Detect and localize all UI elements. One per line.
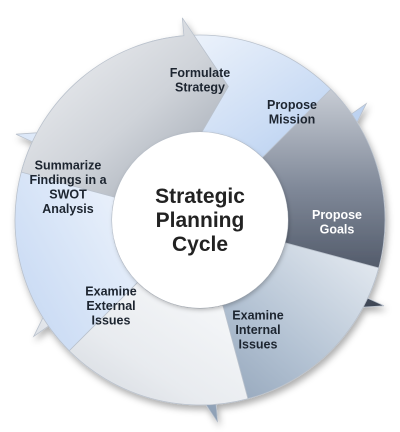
cycle-segments (14, 17, 386, 423)
step-summarize-swot-label-line: SWOT (49, 187, 87, 201)
center-hub (112, 132, 288, 308)
center-title-line: Cycle (172, 233, 228, 256)
step-formulate-strategy-label-line: Strategy (175, 80, 225, 94)
step-examine-external-issues-label-line: Examine (85, 285, 136, 299)
step-propose-mission-label-line: Mission (269, 112, 316, 126)
step-examine-internal-issues-label-line: Examine (232, 309, 283, 323)
step-examine-internal-issues-label-line: Issues (239, 338, 278, 352)
step-propose-mission-label-line: Propose (267, 98, 317, 112)
center-title-line: Strategic (155, 185, 245, 208)
step-propose-goals-label-line: Propose (312, 208, 362, 222)
step-summarize-swot-label-line: Analysis (42, 202, 93, 216)
step-summarize-swot-label-line: Findings in a (29, 173, 107, 187)
step-examine-external-issues-label-line: External (86, 299, 135, 313)
step-propose-goals-label-line: Goals (320, 222, 355, 236)
step-examine-internal-issues-label-line: Internal (235, 323, 280, 337)
step-examine-external-issues-label-line: Issues (92, 314, 131, 328)
center-title-line: Planning (156, 209, 245, 232)
step-summarize-swot-label-line: Summarize (35, 158, 102, 172)
step-formulate-strategy-label-line: Formulate (170, 66, 230, 80)
